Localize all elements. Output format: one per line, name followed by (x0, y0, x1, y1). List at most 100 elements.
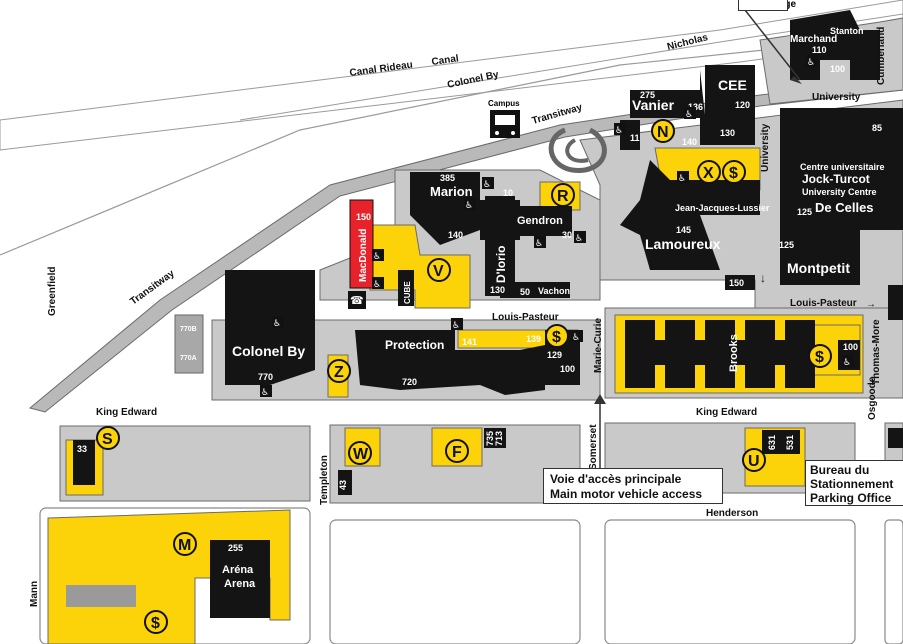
svg-text:N: N (657, 124, 669, 141)
svg-text:♿: ♿ (373, 252, 381, 262)
montpetit-number: 125 (779, 240, 794, 250)
parking-office-fr-label-2: Stationnement (810, 477, 894, 491)
svg-text:♿: ♿ (678, 174, 686, 184)
svg-text:♿: ♿ (807, 58, 815, 68)
svg-text:U: U (748, 453, 760, 470)
templeton-label: Templeton (319, 455, 330, 505)
svg-text:S: S (102, 431, 113, 448)
arrow-right-icon: → (866, 299, 876, 310)
parking-office-en-label: Parking Office (810, 491, 892, 505)
building-631-label: 631 (767, 435, 777, 450)
svg-text:♿: ♿ (261, 388, 269, 398)
rideau-label: Rideau (379, 59, 414, 75)
marion-number-385: 385 (440, 173, 455, 183)
parking-u-marker[interactable]: U (742, 448, 766, 472)
lamoureux-number: 150 (729, 278, 744, 288)
louis-pasteur-right-label: Louis-Pasteur (790, 298, 857, 309)
colonel-by-building-label: Colonel By (232, 343, 305, 359)
diorio-label: D'Iorio (494, 245, 508, 283)
vanier-number-130: 130 (720, 128, 735, 138)
phone-icon: ☎ (348, 291, 366, 309)
king-edward-left-label: King Edward (96, 407, 157, 418)
svg-text:$: $ (729, 165, 738, 182)
parking-pay-marker-center[interactable]: $ (722, 160, 746, 184)
parking-n-marker[interactable]: N (651, 119, 675, 143)
svg-text:$: $ (552, 329, 561, 346)
lamoureux-label: Lamoureux (645, 236, 721, 252)
parking-r-marker[interactable]: R (551, 183, 575, 207)
svg-text:R: R (557, 188, 569, 205)
bus-icon (490, 110, 520, 138)
parking-pins: N X $ R V Z $ $ S W F U M $ (96, 119, 832, 634)
henderson-label: Henderson (706, 508, 758, 519)
cumberland-label: Cumberland (876, 27, 887, 85)
canal-label-2: Canal (431, 53, 460, 68)
svg-text:$: $ (815, 349, 824, 366)
louis-pasteur-mid-label: Louis-Pasteur (492, 312, 559, 323)
svg-text:♿: ♿ (575, 234, 583, 244)
parking-v-marker[interactable]: V (427, 258, 451, 282)
accessible-icon: ♿ (684, 107, 696, 120)
svg-text:♿: ♿ (373, 280, 381, 290)
marie-curie-label: Marie-Curie (593, 318, 604, 373)
building-33-label: 33 (77, 444, 87, 454)
svg-text:♿: ♿ (843, 358, 851, 368)
centre-fr-label-2: Jock-Turcot (802, 172, 870, 186)
parking-pay-marker-arena[interactable]: $ (144, 610, 168, 634)
arrow-down-icon: ↓ (760, 271, 766, 285)
brooks-number: 100 (843, 342, 858, 352)
main-access-en-label: Main motor vehicle access (550, 487, 703, 501)
marion-label: Marion (430, 184, 473, 199)
protection-number-139: 139 (526, 334, 541, 344)
parking-ramp (548, 127, 607, 173)
svg-text:V: V (433, 263, 444, 280)
svg-text:♿: ♿ (273, 319, 281, 329)
parking-pay-marker-protection[interactable]: $ (545, 324, 569, 348)
brooks-label: Brooks (728, 334, 740, 372)
vanier-label: Vanier (632, 97, 675, 113)
cube-label: CUBE (403, 281, 412, 304)
diorio-number-50: 50 (520, 287, 530, 297)
marchand-number: 110 (812, 45, 827, 55)
direction-arrows: → ↓ (594, 9, 876, 470)
protection-number-141: 141 (462, 337, 477, 347)
accessible-icon: ♿ (260, 385, 272, 398)
macdonald-number: 150 (356, 212, 371, 222)
lounge-callout (738, 0, 788, 11)
svg-text:♿: ♿ (685, 110, 693, 120)
arena-number: 255 (228, 543, 243, 553)
accessibility-icons: ♿♿♿♿♿♿♿♿♿♿♿♿♿♿♿ (260, 55, 854, 398)
marion-number-10: 10 (503, 188, 513, 198)
accessible-icon: ♿ (464, 198, 476, 211)
transitway-band (28, 79, 903, 413)
arena-fr-label: Aréna (222, 564, 254, 576)
building-770a-label: 770A (180, 355, 197, 362)
svg-text:♿: ♿ (615, 126, 623, 136)
diorio-number-130: 130 (490, 285, 505, 295)
svg-text:M: M (178, 537, 191, 554)
centre-number: 85 (872, 123, 882, 133)
parking-m-marker[interactable]: M (173, 532, 197, 556)
king-edward-right-label: King Edward (696, 407, 757, 418)
university-vertical-label: University (760, 123, 771, 172)
building-531-label: 531 (785, 435, 795, 450)
protection-label: Protection (385, 338, 444, 352)
parking-f-marker[interactable]: F (445, 439, 469, 463)
parking-pay-marker-brooks[interactable]: $ (808, 344, 832, 368)
protection-number-100: 100 (560, 364, 575, 374)
centre-fr-label-1: Centre universitaire (800, 162, 885, 172)
parking-s-marker[interactable]: S (96, 426, 120, 450)
mann-label: Mann (29, 581, 40, 607)
building-735-label: 735 (485, 431, 495, 446)
jjl-label: Jean-Jacques-Lussier (675, 203, 770, 213)
decelles-label: De Celles (815, 200, 874, 215)
accessible-icon: ♿ (372, 249, 384, 262)
parking-z-marker[interactable]: Z (327, 359, 351, 383)
somerset-label: Somerset (588, 424, 599, 470)
colonel-by-number: 770 (258, 372, 273, 382)
parking-w-marker[interactable]: W (348, 441, 372, 465)
svg-text:X: X (703, 165, 714, 182)
parking-x-marker[interactable]: X (697, 160, 721, 184)
svg-text:♿: ♿ (572, 333, 580, 343)
